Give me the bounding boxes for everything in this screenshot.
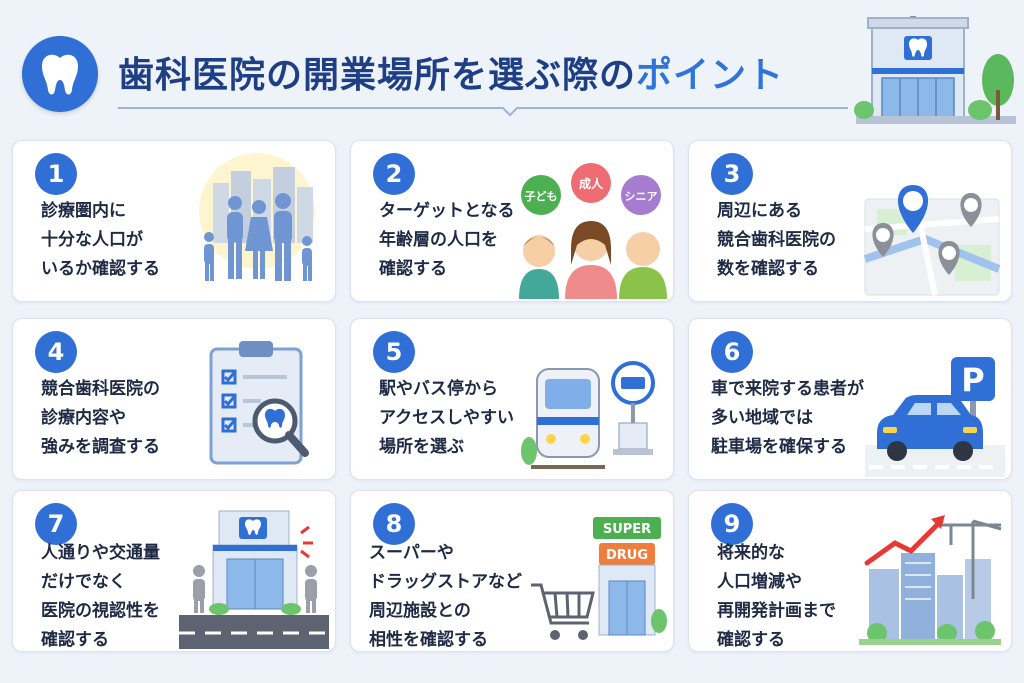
point-text-line: 車で来院する患者が xyxy=(711,379,864,399)
point-number: 9 xyxy=(711,503,753,545)
title-underline xyxy=(118,107,848,109)
bubble-adult: 成人 xyxy=(579,176,604,191)
parking-sign-letter: P xyxy=(961,361,984,399)
point-number: 7 xyxy=(35,503,77,545)
growth-arrow-icon xyxy=(931,515,945,529)
drug-sign: DRUG xyxy=(606,548,648,563)
point-text-line: 数を確認する xyxy=(717,259,819,279)
point-card-6: 6 車で来院する患者が 多い地域では 駐車場を確保する P xyxy=(688,318,1012,480)
point-text: 周辺にある 競合歯科医院の 数を確認する xyxy=(717,197,892,284)
point-text-line: 競合歯科医院の xyxy=(717,230,836,250)
people-icon: 子ども 成人 シニア xyxy=(519,163,667,299)
page-title-main: 歯科医院の開業場所を選ぶ際の xyxy=(118,55,637,96)
car-icon xyxy=(877,395,983,461)
point-text-line: いるか確認する xyxy=(41,259,160,279)
header: 歯科医院の開業場所を選ぶ際のポイント xyxy=(0,0,1024,128)
point-number: 8 xyxy=(373,503,415,545)
point-number: 3 xyxy=(711,153,753,195)
point-text-line: 人口増減や xyxy=(717,572,802,592)
point-card-7: 7 人通りや交通量 だけでなく 医院の視認性を 確認する xyxy=(12,490,336,652)
point-text-line: 駅やバス停から xyxy=(379,379,498,399)
point-number: 2 xyxy=(373,153,415,195)
point-text-line: 強みを調査する xyxy=(41,437,160,457)
point-text-line: 駐車場を確保する xyxy=(711,437,847,457)
point-text-line: 再開発計画まで xyxy=(717,601,836,621)
point-text-line: 周辺施設との xyxy=(369,601,471,621)
bubble-senior: シニア xyxy=(625,190,658,203)
point-text-line: スーパーや xyxy=(369,543,454,563)
point-card-2: 2 ターゲットとなる 年齢層の人口を 確認する 子ども 成人 シニア xyxy=(350,140,674,302)
point-text-line: 確認する xyxy=(41,630,109,650)
point-text-line: 相性を確認する xyxy=(369,630,488,650)
point-number: 4 xyxy=(35,331,77,373)
point-text: 将来的な 人口増減や 再開発計画まで 確認する xyxy=(717,539,892,651)
point-text-line: 医院の視認性を xyxy=(41,601,160,621)
point-text: ターゲットとなる 年齢層の人口を 確認する xyxy=(379,197,549,284)
point-number: 5 xyxy=(373,331,415,373)
point-text-line: 確認する xyxy=(717,630,785,650)
point-text-line: 周辺にある xyxy=(717,201,802,221)
point-card-4: 4 競合歯科医院の 診療内容や 強みを調査する xyxy=(12,318,336,480)
point-text-line: 人通りや交通量 xyxy=(41,543,160,563)
building-icon xyxy=(854,16,1016,124)
page-title-accent: ポイント xyxy=(636,55,785,96)
point-text-line: だけでなく xyxy=(41,572,126,592)
parking-icon: P xyxy=(865,357,1005,477)
cart-icon: SUPER DRUG xyxy=(531,517,667,640)
point-card-9: 9 将来的な 人口増減や 再開発計画まで 確認する xyxy=(688,490,1012,652)
clinic-icon xyxy=(179,510,329,649)
point-card-5: 5 駅やバス停から アクセスしやすい 場所を選ぶ xyxy=(350,318,674,480)
page-title: 歯科医院の開業場所を選ぶ際のポイント xyxy=(118,46,784,98)
point-text-line: 十分な人口が xyxy=(41,230,143,250)
point-number: 6 xyxy=(711,331,753,373)
point-text: 人通りや交通量 だけでなく 医院の視認性を 確認する xyxy=(41,539,211,651)
point-text-line: 多い地域では xyxy=(711,408,813,428)
point-card-1: 1 診療圏内に 十分な人口が いるか確認する xyxy=(12,140,336,302)
point-text-line: 競合歯科医院の xyxy=(41,379,160,399)
crane-icon xyxy=(859,515,1002,645)
family-icon xyxy=(199,153,315,281)
clipboard-icon xyxy=(209,341,309,465)
point-text: 車で来院する患者が 多い地域では 駐車場を確保する xyxy=(711,375,901,462)
point-text-line: 診療内容や xyxy=(41,408,126,428)
map-pin-icon xyxy=(863,185,1001,296)
bubble-child: 子ども xyxy=(525,190,558,203)
point-text: 駅やバス停から アクセスしやすい 場所を選ぶ xyxy=(379,375,554,462)
super-sign: SUPER xyxy=(603,522,651,537)
point-text-line: 確認する xyxy=(379,259,447,279)
tooth-icon xyxy=(42,54,78,95)
point-text-line: 将来的な xyxy=(717,543,785,563)
point-text: スーパーや ドラッグストアなど 周辺施設との 相性を確認する xyxy=(369,539,549,651)
point-card-3: 3 周辺にある 競合歯科医院の 数を確認する xyxy=(688,140,1012,302)
point-text: 診療圏内に 十分な人口が いるか確認する xyxy=(41,197,216,284)
point-text: 競合歯科医院の 診療内容や 強みを調査する xyxy=(41,375,216,462)
point-text-line: 場所を選ぶ xyxy=(379,437,464,457)
point-text-line: ターゲットとなる xyxy=(379,201,515,221)
point-number: 1 xyxy=(35,153,77,195)
bus-stop-icon xyxy=(611,361,655,455)
point-text-line: 診療圏内に xyxy=(41,201,126,221)
point-card-8: 8 スーパーや ドラッグストアなど 周辺施設との 相性を確認する SUPER D… xyxy=(350,490,674,652)
point-text-line: ドラッグストアなど xyxy=(369,572,522,592)
point-text-line: 年齢層の人口を xyxy=(379,230,498,250)
title-underline-notch xyxy=(501,99,519,117)
tooth-logo xyxy=(22,36,98,112)
point-text-line: アクセスしやすい xyxy=(379,408,514,428)
train-icon xyxy=(521,361,655,469)
